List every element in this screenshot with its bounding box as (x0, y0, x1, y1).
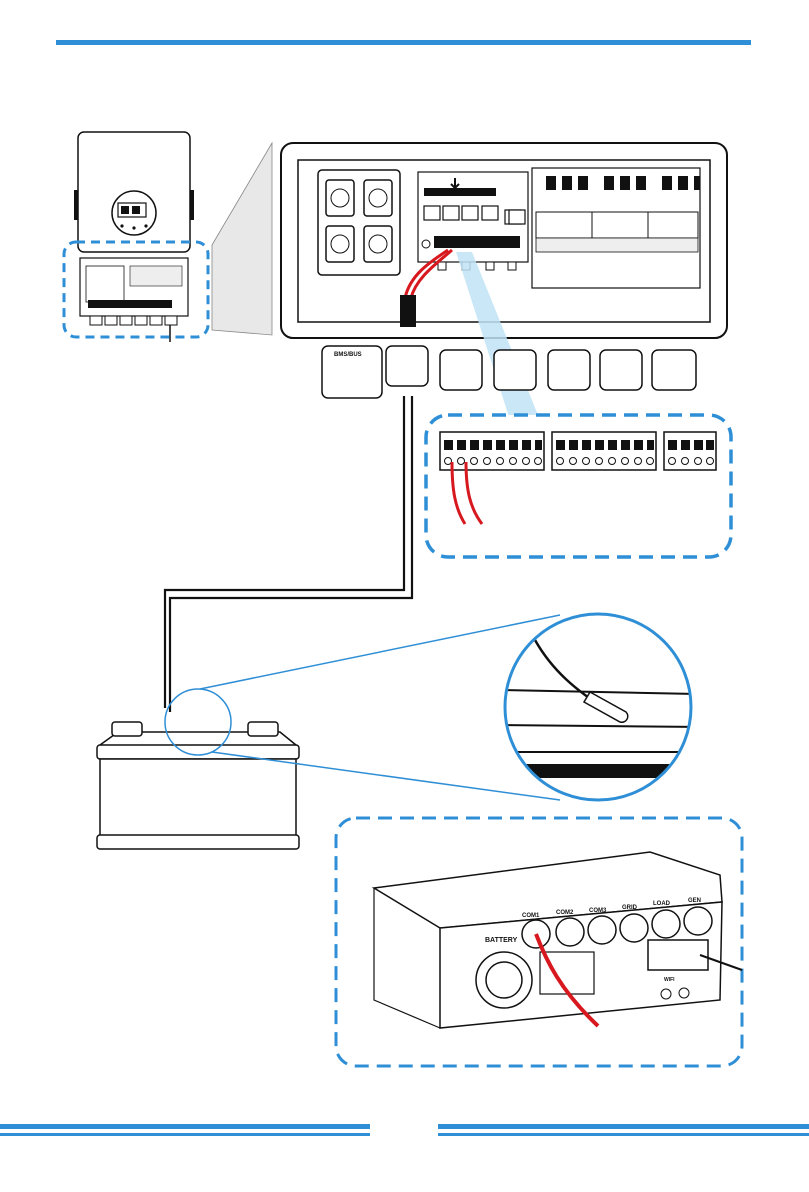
bms-port-label: BMS/BUS (334, 352, 362, 358)
magnifier-line-top (200, 615, 560, 689)
inverter-compartment-detail (281, 143, 727, 338)
port-label-wifi: WIFI (664, 977, 675, 983)
cable-gland-row (322, 346, 696, 398)
temperature-sensor-cable (165, 396, 412, 712)
port-label-com3: COM3 (589, 908, 607, 914)
battery-port-label: BATTERY (485, 937, 518, 944)
port-label-grid: GRID (622, 905, 638, 911)
battery-icon (97, 722, 299, 849)
port-label-gen: GEN (688, 898, 701, 904)
port-label-com1: COM1 (522, 913, 540, 919)
magnifier-icon (500, 614, 700, 800)
port-label-com2: COM2 (556, 910, 574, 916)
inverter-icon (74, 132, 194, 342)
port-label-load: LOAD (653, 901, 671, 907)
zoom-funnel (212, 143, 272, 335)
